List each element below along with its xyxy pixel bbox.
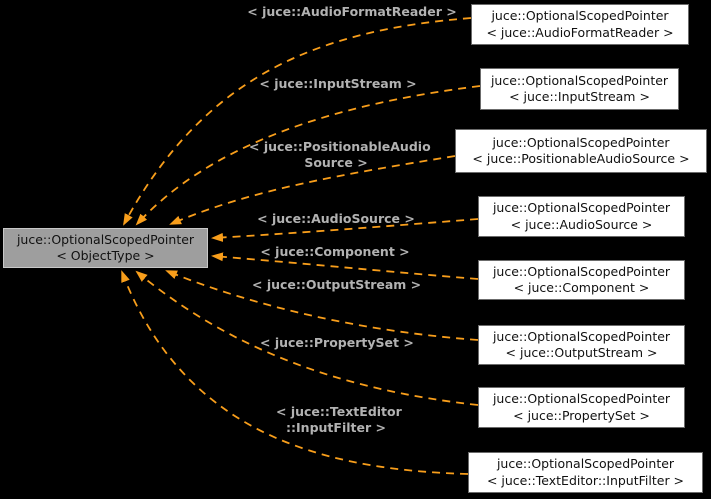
template-edge-outputstream: [165, 270, 479, 341]
node-title-line2: < juce::Component >: [513, 280, 650, 295]
edge-label-line1: < juce::OutputStream >: [252, 277, 422, 292]
edge-label-line1: < juce::AudioFormatReader >: [247, 4, 457, 19]
node-optionalscopedpointer-audiosource[interactable]: juce::OptionalScopedPointer < juce::Audi…: [478, 196, 685, 237]
node-optionalscopedpointer-inputstream[interactable]: juce::OptionalScopedPointer < juce::Inpu…: [480, 68, 679, 110]
node-optionalscopedpointer-texteditor-inputfilter[interactable]: juce::OptionalScopedPointer < juce::Text…: [468, 452, 703, 493]
edge-label-line1: < juce::PropertySet >: [260, 335, 414, 350]
node-optionalscopedpointer-objecttype: juce::OptionalScopedPointer < ObjectType…: [3, 228, 208, 268]
edge-label-propertyset: < juce::PropertySet >: [260, 335, 414, 351]
edge-label-component: < juce::Component >: [260, 244, 410, 260]
node-title-line1: juce::OptionalScopedPointer: [16, 231, 195, 247]
node-optionalscopedpointer-component[interactable]: juce::OptionalScopedPointer < juce::Comp…: [478, 260, 685, 300]
node-title-line1: juce::OptionalScopedPointer: [491, 8, 669, 24]
edge-label-line1: < juce::AudioSource >: [257, 211, 415, 226]
edge-label-line2: Source >: [304, 154, 368, 170]
node-title-line1: juce::OptionalScopedPointer: [490, 72, 669, 88]
node-title-line1: juce::OptionalScopedPointer: [492, 328, 671, 344]
edge-label-line1: < juce::TextEditor: [276, 404, 402, 419]
node-title-line1: juce::OptionalScopedPointer: [492, 134, 670, 150]
node-title-line1: juce::OptionalScopedPointer: [492, 200, 671, 216]
node-optionalscopedpointer-outputstream[interactable]: juce::OptionalScopedPointer < juce::Outp…: [478, 325, 685, 365]
node-title-line2: < juce::AudioFormatReader >: [486, 24, 674, 40]
template-edge-texteditor-inputfilter: [121, 270, 469, 475]
node-title-line2: < ObjectType >: [56, 248, 155, 263]
edge-label-texteditor-inputfilter: < juce::TextEditor ::InputFilter >: [276, 404, 402, 435]
node-title-line2: < juce::InputStream >: [509, 89, 650, 104]
node-title-line2: < juce::TextEditor::InputFilter >: [486, 472, 685, 488]
node-title-line2: < juce::AudioSource >: [510, 216, 653, 232]
node-optionalscopedpointer-propertyset[interactable]: juce::OptionalScopedPointer < juce::Prop…: [478, 387, 685, 428]
edge-label-inputstream: < juce::InputStream >: [258, 76, 418, 92]
node-title-line2: < juce::PropertySet >: [513, 407, 650, 423]
template-edge-inputstream: [135, 85, 481, 226]
node-title-line2: < juce::OutputStream >: [505, 345, 658, 360]
node-optionalscopedpointer-audioformatreader[interactable]: juce::OptionalScopedPointer < juce::Audi…: [471, 4, 689, 45]
node-title-line1: juce::OptionalScopedPointer: [496, 456, 675, 472]
template-edge-component: [211, 252, 479, 280]
edge-label-line2: ::InputFilter >: [286, 419, 386, 435]
edge-label-positionableaudiosource: < juce::PositionableAudio Source >: [249, 139, 431, 170]
template-edge-propertyset: [135, 270, 479, 406]
edge-label-outputstream: < juce::OutputStream >: [252, 277, 422, 293]
node-optionalscopedpointer-positionableaudiosource[interactable]: juce::OptionalScopedPointer < juce::Posi…: [455, 129, 707, 173]
edge-label-line1: < juce::PositionableAudio: [249, 139, 431, 154]
edge-label-audioformatreader: < juce::AudioFormatReader >: [237, 4, 467, 20]
node-title-line2: < juce::PositionableAudioSource >: [472, 151, 690, 166]
node-title-line1: juce::OptionalScopedPointer: [492, 391, 671, 407]
template-edge-positionableaudiosource: [169, 155, 456, 225]
node-title-line1: juce::OptionalScopedPointer: [492, 263, 671, 279]
edge-label-line1: < juce::InputStream >: [259, 76, 417, 91]
template-edge-audiosource: [211, 218, 479, 242]
template-edge-audioformatreader: [123, 17, 472, 226]
edge-label-audiosource: < juce::AudioSource >: [256, 211, 416, 227]
edge-label-line1: < juce::Component >: [260, 244, 410, 259]
